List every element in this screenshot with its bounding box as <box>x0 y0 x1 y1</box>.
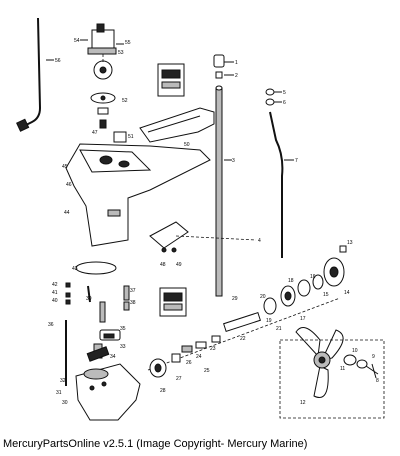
gear-parts-row <box>147 245 347 378</box>
callout-48: 48 <box>160 262 166 268</box>
callout-53: 53 <box>118 50 124 56</box>
callout-leaders <box>46 39 294 161</box>
lower-seal-parts <box>86 329 121 362</box>
callout-34: 34 <box>110 354 116 360</box>
callout-56: 56 <box>55 58 61 64</box>
water-tube <box>265 88 284 258</box>
callout-12: 12 <box>300 400 306 406</box>
callout-42: 42 <box>52 282 58 288</box>
callout-36: 36 <box>48 322 54 328</box>
callout-54: 54 <box>74 38 80 44</box>
callout-5: 5 <box>283 90 286 96</box>
callout-8: 8 <box>376 378 379 384</box>
callout-23: 23 <box>210 346 216 352</box>
callout-labels: 1 2 3 4 5 6 7 8 9 10 11 12 13 14 15 16 1… <box>48 38 379 406</box>
callout-4: 4 <box>258 238 261 244</box>
callout-31: 31 <box>56 390 62 396</box>
decal-package-upper <box>157 63 185 97</box>
callout-52: 52 <box>122 98 128 104</box>
drive-shaft <box>213 54 225 297</box>
callout-9: 9 <box>372 354 375 360</box>
callout-46: 46 <box>66 182 72 188</box>
callout-28: 28 <box>160 388 166 394</box>
callout-3: 3 <box>232 158 235 164</box>
callout-26: 26 <box>186 360 192 366</box>
callout-21: 21 <box>276 326 282 332</box>
callout-33: 33 <box>120 344 126 350</box>
callout-37: 37 <box>130 288 136 294</box>
shift-rod <box>16 17 42 132</box>
callout-44: 44 <box>64 210 70 216</box>
callout-49: 49 <box>176 262 182 268</box>
callout-17: 17 <box>300 316 306 322</box>
callout-32: 32 <box>60 378 66 384</box>
callout-11: 11 <box>340 366 345 372</box>
guide-line-shaft <box>175 235 257 241</box>
callout-15: 15 <box>323 292 329 298</box>
callout-43: 43 <box>72 266 78 272</box>
callout-18: 18 <box>288 278 294 284</box>
exhaust-cover <box>139 107 215 143</box>
water-pump-assembly <box>87 23 127 143</box>
exploded-parts-diagram: 1 2 3 4 5 6 7 8 9 10 11 12 13 14 15 16 1… <box>16 17 385 421</box>
callout-51: 51 <box>128 134 134 140</box>
gearcase-housing <box>75 363 141 421</box>
callout-13: 13 <box>347 240 353 246</box>
callout-35: 35 <box>120 326 126 332</box>
callout-24: 24 <box>196 354 202 360</box>
callout-39: 39 <box>86 296 92 302</box>
callout-38: 38 <box>130 300 136 306</box>
callout-29: 29 <box>232 296 238 302</box>
callout-41: 41 <box>52 290 58 296</box>
propeller <box>279 327 385 419</box>
callout-47: 47 <box>92 130 98 136</box>
callout-40: 40 <box>52 298 58 304</box>
callout-10: 10 <box>352 348 358 354</box>
anode-plate <box>149 221 189 253</box>
callout-7: 7 <box>295 158 298 164</box>
callout-27: 27 <box>176 376 182 382</box>
decal-package-lower <box>159 287 187 317</box>
image-copyright-caption: MercuryPartsOnline v2.5.1 (Image Copyrig… <box>3 438 308 450</box>
callout-30: 30 <box>62 400 68 406</box>
callout-6: 6 <box>283 100 286 106</box>
callout-19: 19 <box>266 318 272 324</box>
callout-14: 14 <box>344 290 350 296</box>
driveshaft-housing <box>65 143 211 247</box>
callout-50: 50 <box>184 142 190 148</box>
callout-16: 16 <box>310 274 316 280</box>
callout-45: 45 <box>62 164 68 170</box>
left-fasteners <box>65 282 130 386</box>
callout-20: 20 <box>260 294 266 300</box>
callout-1: 1 <box>235 60 238 66</box>
callout-25: 25 <box>204 368 210 374</box>
callout-2: 2 <box>235 73 238 79</box>
gasket-ring <box>75 261 117 275</box>
callout-22: 22 <box>240 336 246 342</box>
callout-55: 55 <box>125 40 131 46</box>
